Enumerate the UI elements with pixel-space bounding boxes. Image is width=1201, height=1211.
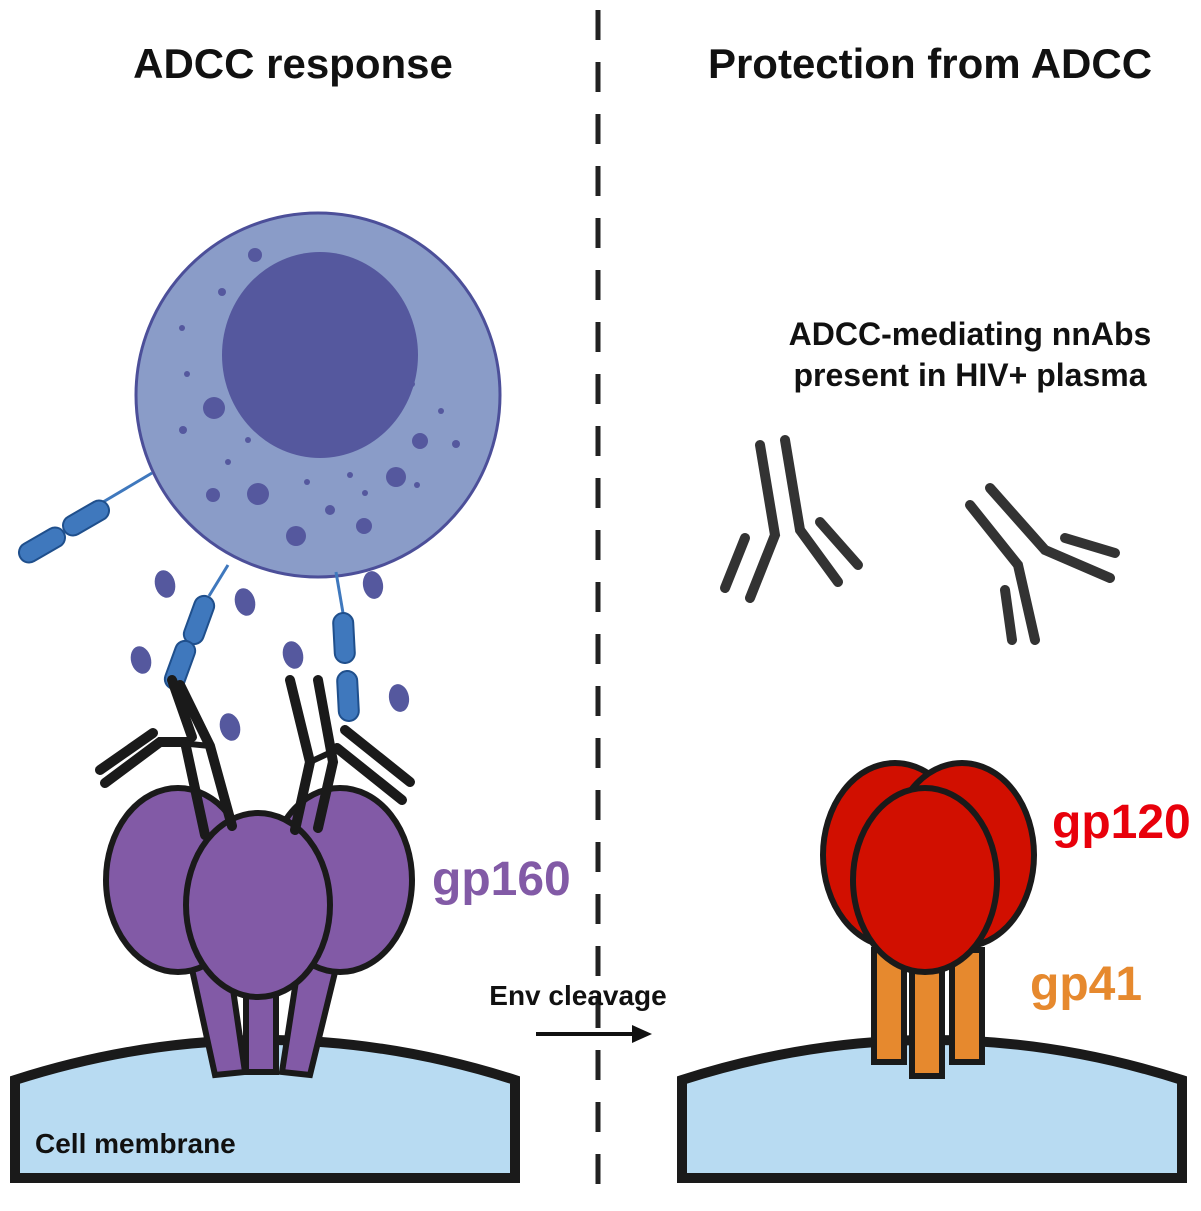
gp120-label: gp120 bbox=[1052, 796, 1191, 849]
bound-antibody-right bbox=[285, 675, 415, 835]
free-antibody-1 bbox=[720, 435, 863, 603]
gp160-trimer bbox=[103, 785, 415, 1000]
cleavage-arrow-head bbox=[632, 1025, 652, 1043]
right-panel-title: Protection from ADCC bbox=[708, 40, 1152, 87]
antibody-note-line1: ADCC-mediating nnAbs bbox=[789, 316, 1152, 352]
antibody-note-line2: present in HIV+ plasma bbox=[793, 357, 1146, 393]
released-granules bbox=[130, 570, 410, 741]
env-cleavage-label: Env cleavage bbox=[489, 980, 666, 1011]
cytoplasmic-granules bbox=[179, 248, 460, 546]
gp120-trimer bbox=[820, 760, 1037, 975]
gp41-label: gp41 bbox=[1030, 958, 1142, 1011]
free-antibody-2 bbox=[965, 483, 1120, 645]
gp160-label: gp160 bbox=[432, 853, 571, 906]
gp120-head-front bbox=[850, 785, 1000, 975]
fc-receptors bbox=[18, 471, 360, 722]
left-panel-title: ADCC response bbox=[133, 40, 453, 87]
gp160-head-front bbox=[183, 810, 333, 1000]
nk-cell-nucleus bbox=[222, 252, 418, 458]
cell-membrane-label: Cell membrane bbox=[35, 1128, 236, 1159]
bound-antibody-left bbox=[95, 675, 237, 840]
